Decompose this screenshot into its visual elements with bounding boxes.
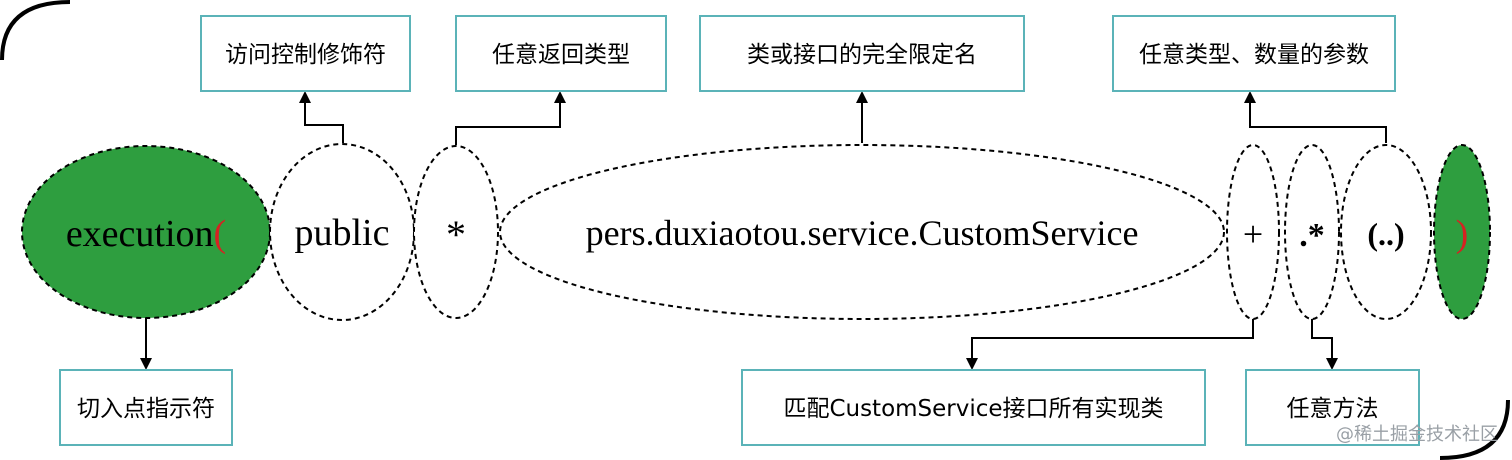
label-box-any-method: 任意方法: [1245, 369, 1420, 446]
class-name-text: pers.duxiaotou.service.CustomService: [586, 213, 1139, 253]
segment-modifier: public: [269, 143, 415, 321]
frame-top-left: [0, 0, 71, 61]
method-text: .*: [1299, 217, 1325, 254]
execution-keyword: execution: [66, 213, 214, 255]
label-box-access-modifier: 访问控制修饰符: [200, 15, 411, 92]
connector-plus: [966, 318, 1254, 370]
frame-bottom-right: [1439, 399, 1510, 460]
segment-close-paren: ): [1433, 144, 1491, 320]
args-text: (..): [1367, 216, 1404, 252]
segment-method: .*: [1284, 144, 1340, 320]
label-pointcut: 切入点指示符: [77, 396, 215, 422]
label-box-pointcut: 切入点指示符: [59, 369, 233, 446]
label-access-modifier: 访问控制修饰符: [225, 42, 386, 68]
connector-method: [1311, 318, 1338, 370]
watermark-text: @稀土掘金技术社区: [1336, 424, 1498, 445]
label-implementations: 匹配CustomService接口所有实现类: [783, 396, 1163, 422]
label-box-implementations: 匹配CustomService接口所有实现类: [741, 369, 1206, 446]
segment-return-type: *: [413, 145, 499, 319]
connector-public: [299, 91, 344, 143]
label-any-method: 任意方法: [1287, 396, 1379, 422]
label-params: 任意类型、数量的参数: [1139, 42, 1369, 68]
connector-args: [1244, 91, 1387, 143]
plus-text: +: [1243, 214, 1263, 254]
label-qualified-name: 类或接口的完全限定名: [747, 42, 977, 68]
label-box-params: 任意类型、数量的参数: [1112, 15, 1396, 92]
label-box-qualified-name: 类或接口的完全限定名: [699, 15, 1025, 92]
connector-return-type: [455, 91, 566, 145]
close-paren-text: ): [1456, 213, 1469, 255]
return-type-text: *: [446, 212, 466, 257]
segment-plus: +: [1226, 144, 1280, 320]
label-return-type: 任意返回类型: [492, 42, 630, 68]
segment-execution: execution(: [21, 145, 271, 319]
open-paren: (: [214, 213, 227, 255]
svg-text:execution(: execution(: [66, 213, 226, 255]
label-box-return-type: 任意返回类型: [455, 15, 667, 92]
modifier-text: public: [295, 212, 390, 254]
segment-args: (..): [1340, 144, 1432, 320]
segment-class-name: pers.duxiaotou.service.CustomService: [499, 144, 1225, 320]
